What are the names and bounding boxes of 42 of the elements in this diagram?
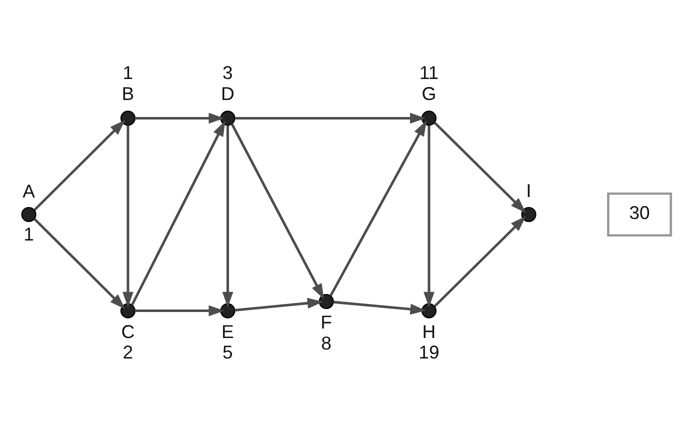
arrow <box>333 300 426 314</box>
node-label: G <box>422 82 436 104</box>
arrow <box>424 124 434 307</box>
arrow <box>222 124 234 307</box>
arrow <box>131 120 226 305</box>
arrow <box>434 216 526 307</box>
arrow <box>330 120 427 296</box>
node-label: A <box>22 180 35 201</box>
node-label: F <box>320 311 332 332</box>
node-label: 11 <box>419 62 439 83</box>
node-label: I <box>526 179 532 200</box>
node-circle <box>521 206 536 222</box>
node-circle <box>421 302 437 318</box>
arrow <box>235 112 426 124</box>
node-circle <box>220 302 236 318</box>
node-label: B <box>122 82 134 104</box>
arrow <box>134 112 224 124</box>
node-box: 30 <box>607 192 672 236</box>
node-circle <box>220 110 236 126</box>
node-label: 1 <box>122 62 134 83</box>
node-label: E <box>222 320 234 342</box>
node-label: 8 <box>321 332 332 353</box>
arrow <box>122 124 134 307</box>
arrow <box>230 122 324 299</box>
node-label: C <box>121 320 135 342</box>
arrow <box>34 218 126 309</box>
node-circle <box>318 293 334 309</box>
arrow <box>434 121 526 212</box>
arrow <box>134 304 224 316</box>
node-label: 1 <box>24 222 34 244</box>
node-label: 19 <box>418 341 440 362</box>
node-label: 5 <box>222 341 233 362</box>
node-label: 3 <box>222 62 233 83</box>
node-circle <box>21 206 36 222</box>
node-circle <box>120 110 136 126</box>
arrow <box>235 297 324 311</box>
node-label: H <box>422 320 436 342</box>
node-circle <box>120 302 136 318</box>
node-label: 2 <box>122 341 134 362</box>
node-circle <box>421 110 437 126</box>
arrow <box>34 119 126 210</box>
node-label: D <box>221 82 234 104</box>
